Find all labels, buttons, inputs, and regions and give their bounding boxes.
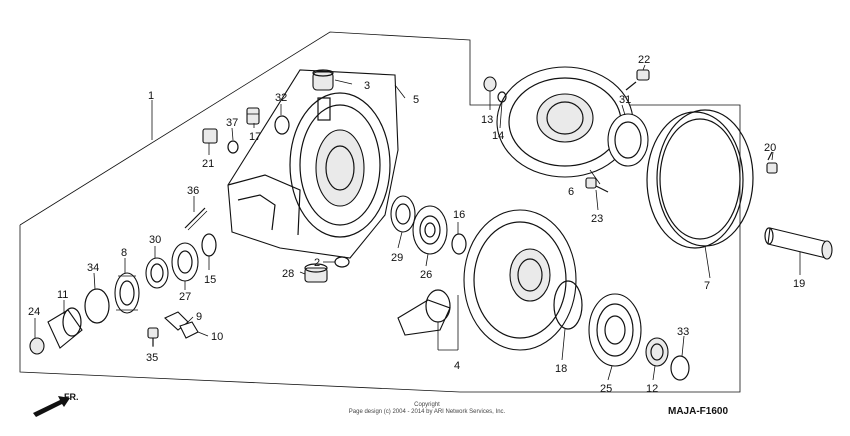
label-part-25: 25 — [600, 383, 612, 395]
stopper-ring-34[interactable] — [84, 288, 110, 324]
label-part-13: 13 — [481, 114, 493, 126]
label-part-23: 23 — [591, 213, 603, 225]
bearing-25[interactable] — [588, 293, 642, 367]
label-part-8: 8 — [121, 247, 127, 259]
label-part-37: 37 — [226, 117, 238, 129]
bolt-22[interactable] — [625, 69, 650, 91]
front-label: FR. — [64, 392, 79, 402]
label-part-10: 10 — [211, 331, 223, 343]
shim-16[interactable] — [451, 233, 467, 255]
label-part-2: 2 — [314, 257, 320, 269]
label-part-16: 16 — [453, 209, 465, 221]
label-part-1: 1 — [148, 90, 154, 102]
ring-gear-pinion-set[interactable] — [397, 209, 577, 351]
o-ring-33[interactable] — [670, 355, 690, 381]
label-part-34: 34 — [87, 262, 99, 274]
bearing-26[interactable] — [412, 205, 448, 255]
label-part-30: 30 — [149, 234, 161, 246]
label-part-11: 11 — [57, 289, 68, 301]
label-part-20: 20 — [764, 142, 776, 154]
diagram-code: MAJA-F1600 — [668, 406, 728, 417]
collar-12[interactable] — [645, 337, 669, 367]
label-part-15: 15 — [204, 274, 216, 286]
oil-seal-30[interactable] — [145, 257, 169, 289]
label-part-36: 36 — [187, 185, 199, 197]
bearing-27[interactable] — [171, 242, 199, 282]
label-part-12: 12 — [646, 383, 658, 395]
bolt-35[interactable] — [147, 327, 159, 346]
bushing[interactable] — [304, 263, 328, 283]
front-arrow-icon — [33, 396, 70, 417]
copyright-line: Page design (c) 2004 - 2014 by ARI Netwo… — [349, 409, 506, 415]
cap-nut-13[interactable] — [483, 76, 497, 92]
label-part-6: 6 — [568, 186, 574, 198]
label-part-17: 17 — [249, 131, 261, 143]
front-direction-indicator: FR. — [33, 392, 79, 417]
drain-bolt-21[interactable] — [202, 128, 218, 144]
label-part-4: 4 — [454, 360, 460, 372]
axle-tube[interactable] — [764, 227, 833, 260]
setting-plate-9[interactable] — [164, 311, 199, 339]
gear-case-housing[interactable] — [227, 69, 399, 259]
breather-cap[interactable] — [312, 69, 334, 91]
label-part-33: 33 — [677, 326, 689, 338]
leader-lines — [34, 64, 801, 381]
label-part-19: 19 — [793, 278, 805, 290]
label-part-26: 26 — [420, 269, 432, 281]
label-part-18: 18 — [555, 363, 567, 375]
gear-case-cover[interactable] — [496, 66, 634, 178]
label-part-22: 22 — [638, 54, 650, 66]
part-labels: 1 3 5 32 37 17 21 36 15 27 30 8 34 11 24… — [28, 54, 805, 395]
label-part-35: 35 — [146, 352, 158, 364]
bearing-29[interactable] — [390, 195, 416, 233]
pinion-joint-11[interactable] — [47, 307, 83, 349]
label-part-14: 14 — [492, 130, 504, 142]
cover-ring[interactable] — [646, 109, 754, 249]
o-ring-15[interactable] — [201, 233, 217, 257]
assembly-boundary — [19, 31, 741, 393]
label-part-27: 27 — [179, 291, 191, 303]
stud-bolt-36[interactable] — [184, 207, 208, 231]
label-part-21: 21 — [202, 158, 214, 170]
label-part-3: 3 — [364, 80, 370, 92]
label-part-9: 9 — [196, 311, 202, 323]
washer-37[interactable] — [227, 140, 239, 154]
copyright-title: Copyright — [414, 402, 440, 408]
bolt-20[interactable] — [766, 151, 778, 174]
label-part-7: 7 — [704, 280, 710, 292]
label-part-24: 24 — [28, 306, 40, 318]
label-part-29: 29 — [391, 252, 403, 264]
shim-18[interactable] — [553, 280, 583, 330]
label-part-28: 28 — [282, 268, 294, 280]
o-ring-32[interactable] — [274, 115, 290, 135]
o-ring-2[interactable] — [334, 256, 350, 268]
plug-bolt-17[interactable] — [246, 107, 260, 125]
bolt-23[interactable] — [585, 177, 609, 193]
oil-seal-31[interactable] — [607, 113, 649, 167]
label-part-32: 32 — [275, 92, 287, 104]
label-part-5: 5 — [413, 94, 419, 106]
spline-coupler-8[interactable] — [114, 272, 140, 314]
nut-24[interactable] — [29, 337, 45, 355]
label-part-31: 31 — [619, 94, 631, 106]
